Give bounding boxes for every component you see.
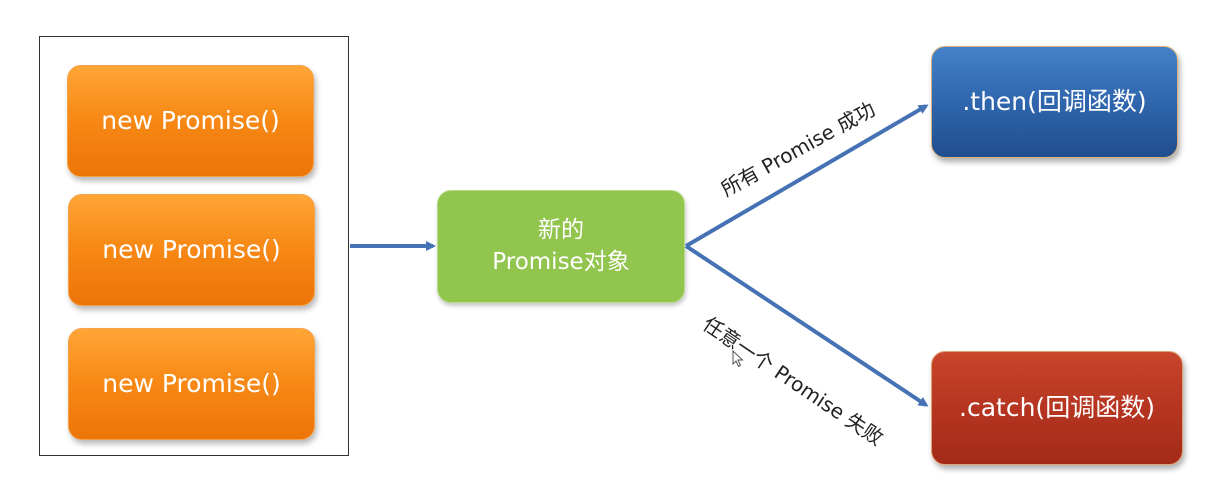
mouse-pointer-icon xyxy=(732,350,744,368)
catch-node-label: .catch(回调函数) xyxy=(959,393,1155,423)
promise-node-1: new Promise() xyxy=(67,65,314,177)
new-promise-node: 新的 Promise对象 xyxy=(437,190,685,303)
promise-node-3: new Promise() xyxy=(68,328,315,440)
new-promise-label-line2: Promise对象 xyxy=(492,248,630,275)
then-node: .then(回调函数) xyxy=(931,46,1178,158)
promise-node-3-label: new Promise() xyxy=(102,369,281,399)
edge-label-any-failure: 任意一个 Promise 失败 xyxy=(698,311,888,451)
then-node-label: .then(回调函数) xyxy=(962,87,1147,117)
catch-node: .catch(回调函数) xyxy=(931,351,1183,465)
promise-node-2-label: new Promise() xyxy=(102,235,281,265)
promise-node-2: new Promise() xyxy=(68,194,315,306)
promise-node-1-label: new Promise() xyxy=(101,106,280,136)
edge-label-all-success: 所有 Promise 成功 xyxy=(716,96,880,202)
new-promise-label-line1: 新的 xyxy=(538,217,584,244)
